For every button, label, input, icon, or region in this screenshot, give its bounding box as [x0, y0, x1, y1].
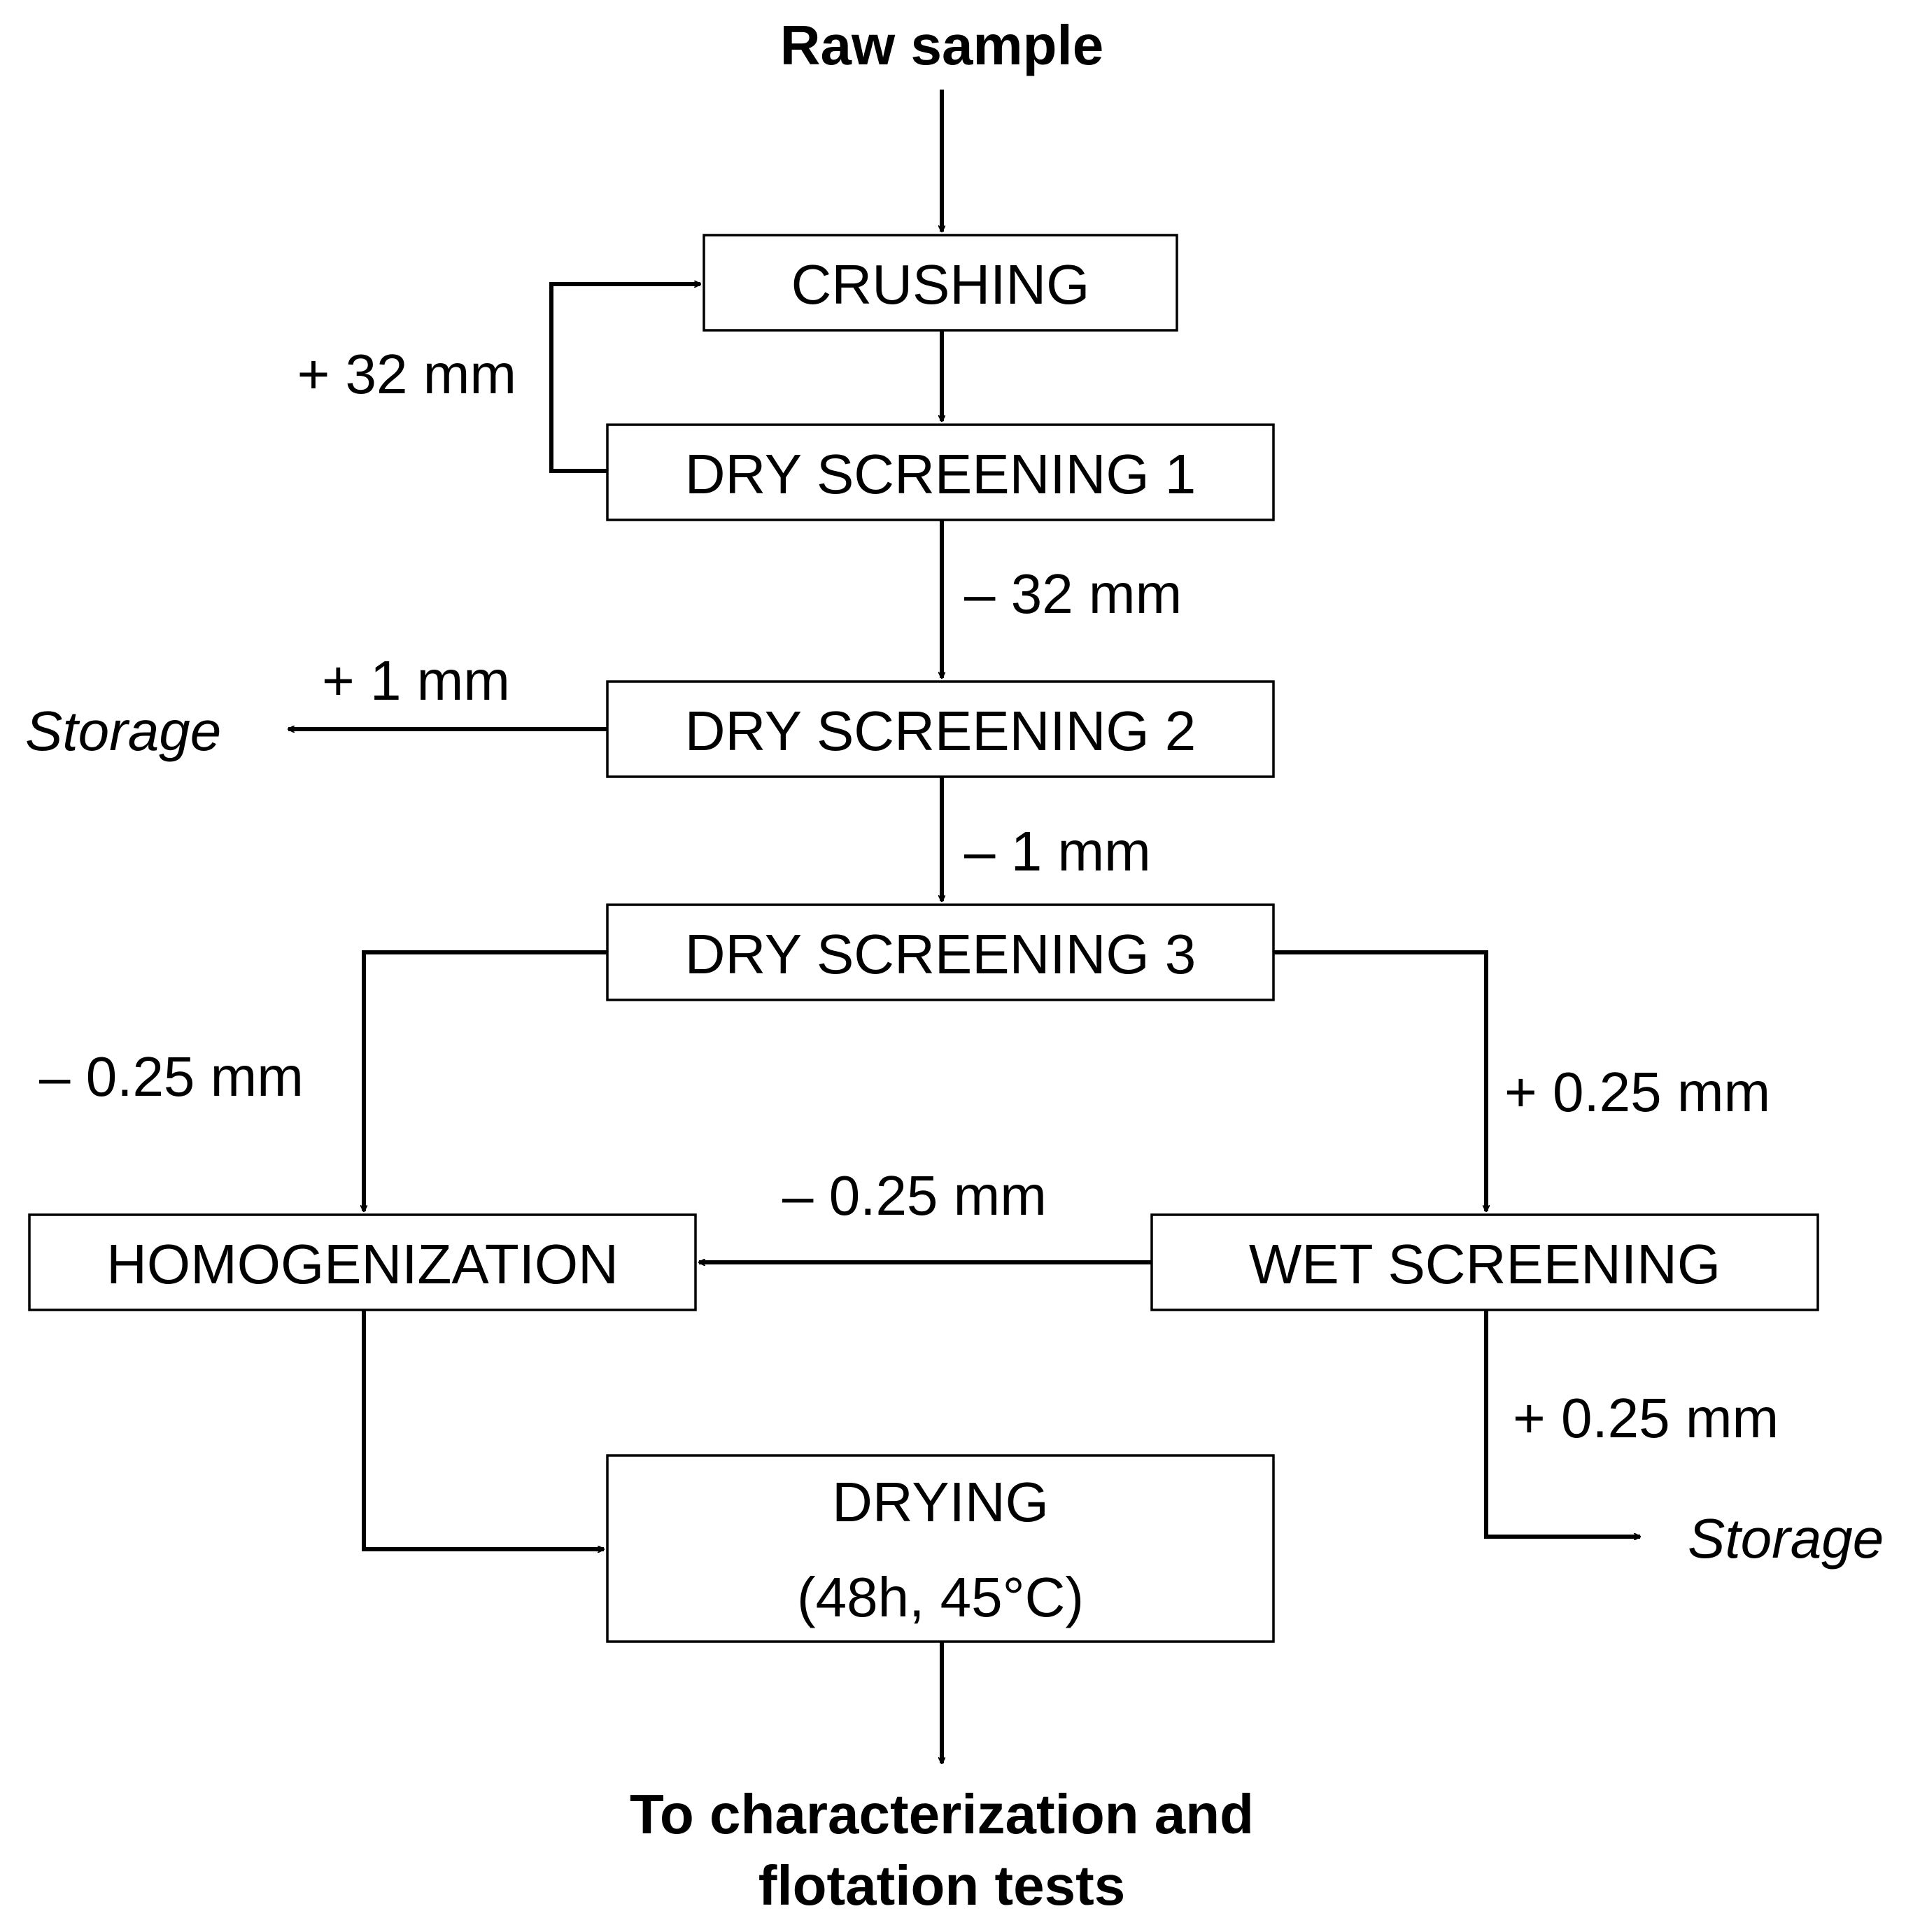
homogenization-label: HOMOGENIZATION: [106, 1233, 619, 1295]
dry-screening-2-box: DRY SCREENING 2: [606, 680, 1275, 778]
arrow-recycle-to-crushing: [549, 284, 700, 473]
dry-screening-3-label: DRY SCREENING 3: [685, 923, 1197, 985]
output-label-line2: flotation tests: [758, 1854, 1125, 1917]
drying-conditions-label: (48h, 45°C): [797, 1566, 1084, 1628]
label-plus-32-mm: + 32 mm: [297, 343, 516, 405]
arrow-dry-screening-3-to-homogenization: [364, 950, 607, 1211]
drying-label: DRYING: [832, 1471, 1049, 1533]
storage-right-label: Storage: [1688, 1507, 1884, 1570]
arrow-homogenization-to-drying: [362, 1310, 604, 1549]
label-minus-025-mm-left: – 0.25 mm: [39, 1045, 304, 1108]
label-minus-025-mm-wet: – 0.25 mm: [782, 1164, 1047, 1227]
dry-screening-2-label: DRY SCREENING 2: [685, 700, 1197, 762]
dry-screening-3-box: DRY SCREENING 3: [606, 903, 1275, 1001]
label-plus-1-mm: + 1 mm: [322, 649, 510, 712]
arrow-wet-screening-to-storage: [1484, 1310, 1640, 1537]
dry-screening-1-label: DRY SCREENING 1: [685, 443, 1197, 505]
crushing-box: CRUSHING: [703, 234, 1178, 332]
input-label: Raw sample: [780, 14, 1103, 76]
output-label-line1: To characterization and: [630, 1783, 1254, 1845]
label-minus-1-mm: – 1 mm: [964, 820, 1151, 882]
homogenization-box: HOMOGENIZATION: [28, 1213, 697, 1311]
arrow-dry-screening-3-to-wet-screening: [1273, 950, 1486, 1211]
drying-box: DRYING (48h, 45°C): [606, 1454, 1275, 1643]
label-minus-32-mm: – 32 mm: [964, 563, 1182, 625]
wet-screening-label: WET SCREENING: [1249, 1233, 1721, 1295]
label-plus-025-mm-wet: + 0.25 mm: [1513, 1387, 1779, 1449]
wet-screening-box: WET SCREENING: [1150, 1213, 1819, 1311]
storage-left-label: Storage: [25, 700, 221, 762]
label-plus-025-mm-right: + 0.25 mm: [1504, 1061, 1770, 1123]
crushing-label: CRUSHING: [791, 253, 1090, 316]
dry-screening-1-box: DRY SCREENING 1: [606, 423, 1275, 521]
